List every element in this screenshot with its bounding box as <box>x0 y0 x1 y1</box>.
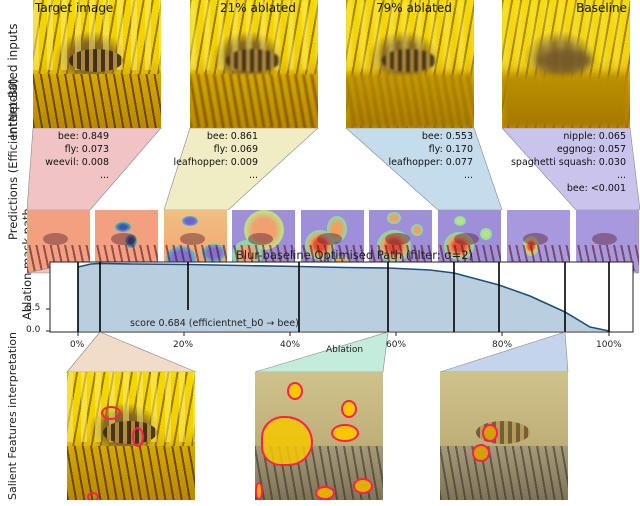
x-tick-100: 100% <box>596 340 622 350</box>
salient-contour <box>341 400 357 418</box>
prediction-line: fly: 0.069 <box>213 144 258 155</box>
x-tick-40: 40% <box>280 340 301 350</box>
y-tick-05: 0.5 <box>26 303 41 313</box>
input-title: Baseline <box>576 1 627 15</box>
chart-xlabel: Ablation <box>326 345 364 355</box>
chart-title: Blur-baseline Optimised Path (filter: σ=… <box>236 248 474 262</box>
input-image-target: Target image <box>33 0 161 128</box>
prediction-line: leafhopper: 0.009 <box>173 157 258 168</box>
salient-image-4 <box>67 372 195 500</box>
prediction-line: eggnog: 0.057 <box>556 144 626 155</box>
x-tick-60: 60% <box>386 340 407 350</box>
mask-thumb-6 <box>438 210 501 273</box>
prediction-line: leafhopper: 0.077 <box>388 157 473 168</box>
input-image-21: 21% ablated <box>190 0 318 128</box>
prediction-line: bee: 0.849 <box>57 131 109 142</box>
prediction-panel-target <box>26 128 162 210</box>
input-image-79: 79% ablated <box>346 0 474 128</box>
salient-contour <box>261 416 313 466</box>
prediction-connectors <box>26 128 640 210</box>
salient-contour <box>287 382 303 400</box>
input-title: 79% ablated <box>376 1 452 15</box>
prediction-panel-baseline <box>501 128 640 210</box>
input-title: Target image <box>35 1 114 15</box>
salient-contour <box>255 482 263 500</box>
salient-contour <box>331 424 359 442</box>
prediction-line: ... <box>616 170 626 181</box>
salient-contour <box>132 427 144 447</box>
salient-contour <box>482 424 498 442</box>
prediction-line: ... <box>248 170 258 181</box>
salient-contour <box>101 406 121 420</box>
chart-score-annotation: score 0.684 (efficientnet_b0 → bee) <box>130 318 299 329</box>
prediction-list-21: bee: 0.861 fly: 0.069 leafhopper: 0.009 … <box>173 130 258 182</box>
x-tick-20: 20% <box>173 340 194 350</box>
prediction-line: fly: 0.170 <box>428 144 473 155</box>
prediction-line: weevil: 0.008 <box>45 157 109 168</box>
prediction-line: spaghetti squash: 0.030 <box>510 157 626 168</box>
prediction-line: bee: 0.861 <box>206 131 258 142</box>
prediction-list-target: bee: 0.849 fly: 0.073 weevil: 0.008 ... <box>45 130 109 182</box>
prediction-line: ... <box>463 170 473 181</box>
prediction-line: bee: 0.553 <box>421 131 473 142</box>
input-title: 21% ablated <box>220 1 296 15</box>
prediction-line: nipple: 0.065 <box>563 131 626 142</box>
input-image-baseline: Baseline <box>502 0 630 128</box>
salient-contour <box>472 444 490 462</box>
prediction-line: ... <box>99 170 109 181</box>
salient-image-91 <box>440 372 568 500</box>
prediction-list-baseline: nipple: 0.065 eggnog: 0.057 spaghetti sq… <box>511 130 626 195</box>
prediction-line: bee: <0.001 <box>566 183 626 194</box>
x-tick-80: 80% <box>492 340 513 350</box>
salient-contour <box>353 478 373 494</box>
prediction-panel-79 <box>345 128 503 210</box>
prediction-list-79: bee: 0.553 fly: 0.170 leafhopper: 0.077 … <box>388 130 473 182</box>
salient-image-58 <box>255 372 383 500</box>
prediction-line: fly: 0.073 <box>64 144 109 155</box>
x-tick-0: 0% <box>70 340 85 350</box>
salient-contour <box>87 492 99 500</box>
prediction-panel-21 <box>163 128 319 210</box>
salient-contour <box>315 486 335 500</box>
y-tick-0: 0.0 <box>26 325 41 335</box>
